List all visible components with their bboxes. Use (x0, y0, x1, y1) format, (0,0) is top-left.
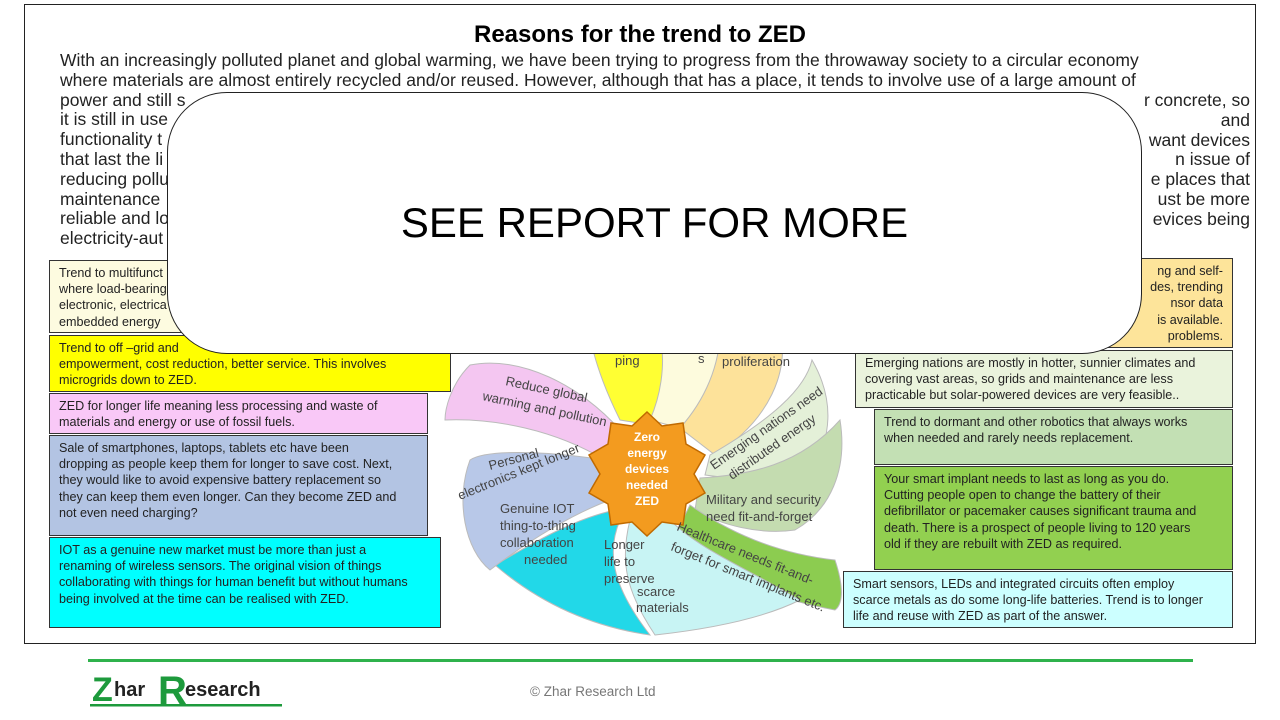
center-label-3: devices (625, 462, 669, 476)
intro-paragraph: With an increasingly polluted planet and… (60, 50, 1250, 249)
intro-fragment: evices being (1152, 208, 1250, 229)
box-smartphones: Sale of smartphones, laptops, tablets et… (49, 435, 428, 536)
intro-line: it is still in use (60, 109, 168, 130)
box-emerging: Emerging nations are mostly in hotter, s… (855, 350, 1233, 408)
label-iot-2: thing-to-thing (500, 518, 576, 533)
label-longer-3: preserve (604, 571, 655, 586)
intro-fragment: e places that (1150, 169, 1250, 190)
intro-line: that last the li (60, 148, 164, 169)
intro-fragment: n issue of (1175, 149, 1250, 170)
label-iot-3: collaboration (500, 535, 574, 550)
intro-line: functionality t (60, 129, 163, 150)
intro-line: power and still s (60, 89, 186, 110)
center-star (587, 410, 707, 538)
box-smart-sensors: Smart sensors, LEDs and integrated circu… (843, 571, 1233, 628)
label-military-2: need fit-and-forget (706, 509, 813, 524)
intro-line: With an increasingly polluted planet and… (60, 50, 1139, 70)
intro-fragment: r concrete, so (1143, 90, 1250, 110)
center-label-5: ZED (635, 494, 659, 508)
intro-line: electricity-aut (60, 228, 164, 249)
label-iot-4: needed (524, 552, 567, 567)
label-longer-1: Longer (604, 537, 645, 552)
box-smart-implant: Your smart implant needs to last as long… (874, 466, 1233, 570)
label-military-1: Military and security (706, 492, 821, 507)
label-iot-1: Genuine IOT (500, 501, 574, 516)
svg-text:esearch: esearch (185, 679, 261, 701)
label-longer-5: materials (636, 600, 689, 615)
svg-text:har: har (114, 679, 145, 701)
intro-line: maintenance (60, 188, 161, 209)
petal-reduce-global (444, 362, 621, 461)
intro-right-fragments: r concrete, so and want devices n issue … (1075, 90, 1250, 230)
zed-pinwheel-diagram: Zero energy devices needed ZED ping s pr… (444, 329, 843, 636)
petal-military (694, 418, 843, 532)
center-label-4: needed (626, 478, 668, 492)
overlay-text: SEE REPORT FOR MORE (400, 199, 909, 246)
box-iot: IOT as a genuine new market must be more… (49, 537, 441, 628)
box-dormant-robotics: Trend to dormant and other robotics that… (874, 409, 1233, 465)
label-yellow: ping (615, 353, 640, 368)
intro-fragment: and (1220, 109, 1250, 130)
see-report-overlay: SEE REPORT FOR MORE (167, 92, 1142, 354)
label-longer-4: scarce (637, 584, 675, 599)
petal-personal-electronics (462, 452, 611, 571)
intro-fragment: ust be more (1157, 188, 1250, 209)
petal-longer-life (624, 519, 802, 636)
center-label-1: Zero (634, 430, 660, 444)
label-pale: s (698, 351, 705, 366)
intro-line: reducing pollu (60, 168, 169, 189)
footer-divider (88, 659, 1193, 662)
intro-line: reliable and lo (60, 208, 169, 229)
svg-text:R: R (158, 669, 187, 708)
petal-genuine-iot (494, 509, 652, 636)
label-proliferation: proliferation (722, 354, 790, 369)
svg-text:Z: Z (92, 671, 113, 708)
intro-fragment: want devices (1148, 129, 1250, 150)
slide-title: Reasons for the trend to ZED (473, 21, 807, 48)
intro-line: where materials are almost entirely recy… (60, 69, 1136, 90)
zhar-research-logo: Z har R esearch (90, 669, 282, 708)
label-longer-2: life to (604, 554, 635, 569)
box-longer-life: ZED for longer life meaning less process… (49, 393, 428, 434)
center-label-2: energy (627, 446, 667, 460)
copyright-text: © Zhar Research Ltd (530, 684, 656, 699)
